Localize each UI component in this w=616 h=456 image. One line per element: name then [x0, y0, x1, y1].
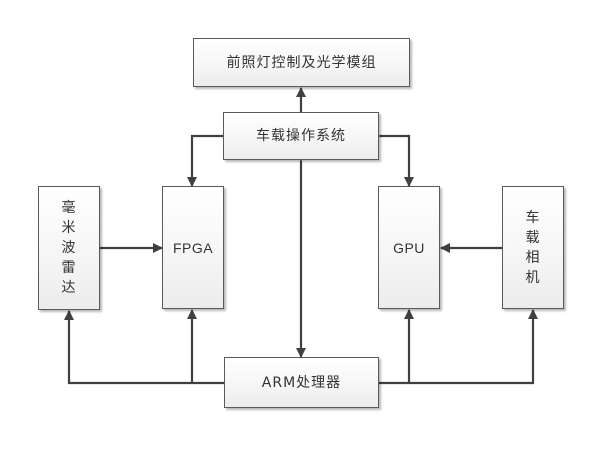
fpga-label: FPGA: [172, 239, 214, 256]
headlight-module-label: 前照灯控制及光学模组: [226, 54, 377, 71]
vehicle-os-box: 车载操作系统: [223, 112, 379, 160]
mmwave-radar-label: 毫米波雷达: [61, 200, 77, 296]
arm-processor-box: ARM处理器: [224, 357, 379, 408]
vehicle-os-label: 车载操作系统: [256, 128, 346, 144]
headlight-module-box: 前照灯控制及光学模组: [193, 38, 410, 87]
gpu-box: GPU: [378, 186, 440, 309]
bus-arm-right: [379, 309, 538, 385]
fpga-box: FPGA: [162, 186, 224, 309]
vehicle-camera-label: 车载相机: [525, 209, 541, 286]
arm-processor-label: ARM处理器: [261, 374, 342, 391]
arrow-os-fpga: [187, 131, 232, 187]
bus-arm-left: [64, 310, 224, 385]
gpu-label: GPU: [393, 239, 425, 256]
vehicle-camera-box: 车载相机: [502, 186, 564, 309]
arrow-os-gpu: [371, 131, 414, 187]
mmwave-radar-box: 毫米波雷达: [38, 186, 100, 310]
